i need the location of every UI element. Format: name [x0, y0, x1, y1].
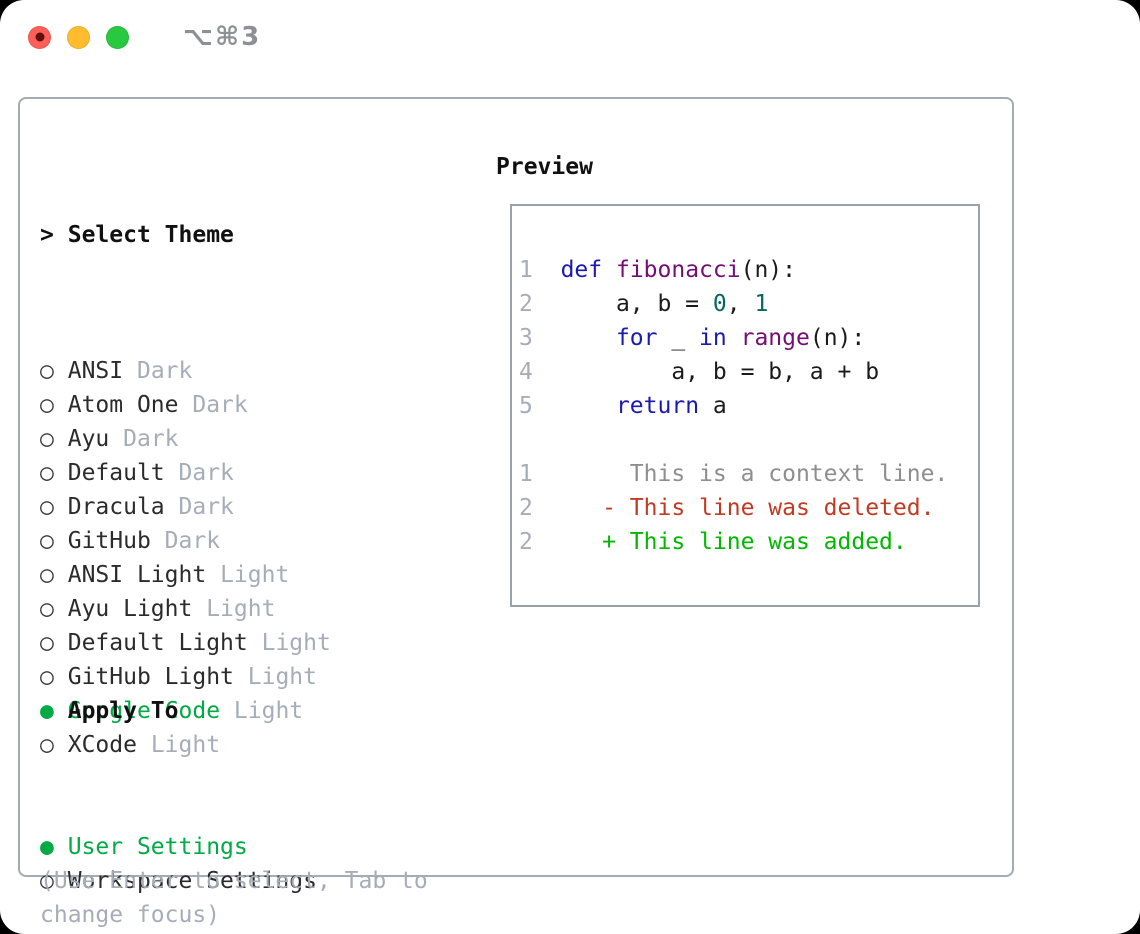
zoom-button[interactable] [106, 25, 129, 49]
option-variant-label: Light [261, 630, 331, 656]
selected-radio-icon: ● [40, 698, 54, 724]
theme-option-ayu-light[interactable]: ○ Ayu Light Light [40, 592, 331, 626]
theme-option-default[interactable]: ○ Default Dark [40, 456, 331, 490]
preview-header: Preview [496, 154, 593, 180]
option-label: Default [67, 460, 165, 486]
option-variant-label: Light [247, 664, 317, 690]
radio-icon: ○ [40, 528, 54, 554]
radio-icon: ○ [40, 426, 54, 452]
theme-option-github[interactable]: ○ GitHub Dark [40, 524, 331, 558]
option-variant-label: Dark [192, 392, 248, 418]
apply-target-user-settings[interactable]: ● User Settings [40, 830, 317, 864]
code-line: 5 return a [519, 393, 727, 419]
option-label: GitHub [67, 528, 151, 554]
option-variant-label: Dark [178, 494, 234, 520]
code-line: 1 def fibonacci(n): [519, 257, 796, 283]
option-label: XCode [67, 732, 137, 758]
option-label: User Settings [67, 834, 248, 860]
option-label: Dracula [67, 494, 165, 520]
radio-icon: ○ [40, 630, 54, 656]
select-theme-header: > Select Theme [40, 222, 234, 248]
code-line [519, 423, 978, 457]
radio-icon: ○ [40, 596, 54, 622]
titlebar: ⌥⌘3 [0, 0, 1140, 74]
theme-list: > Select Theme ○ ANSI Dark○ Atom One Dar… [40, 150, 331, 762]
keyboard-hint: (Use Enter to select, Tab to change focus… [40, 762, 428, 932]
option-label: Ayu [67, 426, 110, 452]
radio-icon: ○ [40, 460, 54, 486]
radio-icon: ○ [40, 664, 54, 690]
option-variant-label: Light [150, 732, 221, 758]
apply-to-header: ○ Apply To [67, 698, 179, 724]
radio-icon: ○ [40, 562, 54, 588]
theme-option-ansi-light[interactable]: ○ ANSI Light Light [40, 558, 331, 592]
option-variant-label: Dark [123, 426, 179, 452]
code-line: 2 - This line was deleted. [519, 495, 935, 521]
theme-option-ansi[interactable]: ○ ANSI Dark [40, 354, 331, 388]
option-label: Atom One [67, 392, 179, 418]
theme-option-dracula[interactable]: ○ Dracula Dark [40, 490, 331, 524]
theme-option-github-light[interactable]: ○ GitHub Light Light [40, 660, 331, 694]
option-label: ANSI [67, 358, 124, 384]
code-line: 4 a, b = b, a + b [519, 359, 880, 385]
option-label: Workspace Settings [67, 868, 317, 894]
radio-icon: ○ [40, 732, 54, 758]
minimize-button[interactable] [67, 25, 90, 49]
radio-icon: ○ [40, 392, 54, 418]
code-preview: 1 def fibonacci(n): 2 a, b = 0, 1 3 for _ … [519, 253, 978, 559]
theme-option-google-code[interactable]: ● Google Code Light [40, 694, 331, 728]
theme-option-default-light[interactable]: ○ Default Light Light [40, 626, 331, 660]
theme-option-xcode[interactable]: ○ XCode Light [40, 728, 331, 762]
code-line: 2 a, b = 0, 1 [519, 291, 769, 317]
preview-pane: 1 def fibonacci(n): 2 a, b = 0, 1 3 for _ … [510, 204, 980, 607]
selected-radio-icon: ● [40, 834, 54, 860]
option-variant-label: Dark [136, 358, 193, 384]
option-label: Google Code [67, 698, 221, 724]
focus-caret-icon: > [40, 222, 54, 248]
option-variant-label: Light [220, 562, 290, 588]
option-label: Default Light [67, 630, 248, 656]
hint-line: (Use Enter to select, Tab to [40, 868, 428, 894]
option-variant-label: Dark [178, 460, 234, 486]
option-variant-label: Light [206, 596, 276, 622]
theme-option-ayu[interactable]: ○ Ayu Dark [40, 422, 331, 456]
apply-target-workspace-settings[interactable]: ○ Workspace Settings [40, 864, 317, 898]
radio-icon: ○ [40, 494, 54, 520]
option-label: Ayu Light [67, 596, 193, 622]
hint-line: change focus) [40, 902, 221, 928]
option-variant-label: Dark [164, 528, 221, 554]
option-label: ANSI Light [67, 562, 207, 588]
close-button[interactable] [28, 25, 51, 49]
apply-to-section: ○ Apply To ● User Settings○ Workspace Se… [40, 626, 317, 898]
radio-icon: ○ [40, 358, 54, 384]
code-line: 3 for _ in range(n): [519, 325, 866, 351]
option-variant-label: Light [233, 698, 304, 724]
code-line: 2 + This line was added. [519, 529, 907, 555]
window-title: ⌥⌘3 [183, 22, 262, 52]
code-line: 1 This is a context line. [519, 461, 949, 487]
option-label: GitHub Light [67, 664, 234, 690]
theme-picker-panel: > Select Theme ○ ANSI Dark○ Atom One Dar… [18, 97, 1014, 928]
radio-icon: ○ [40, 868, 54, 894]
theme-option-atom-one[interactable]: ○ Atom One Dark [40, 388, 331, 422]
